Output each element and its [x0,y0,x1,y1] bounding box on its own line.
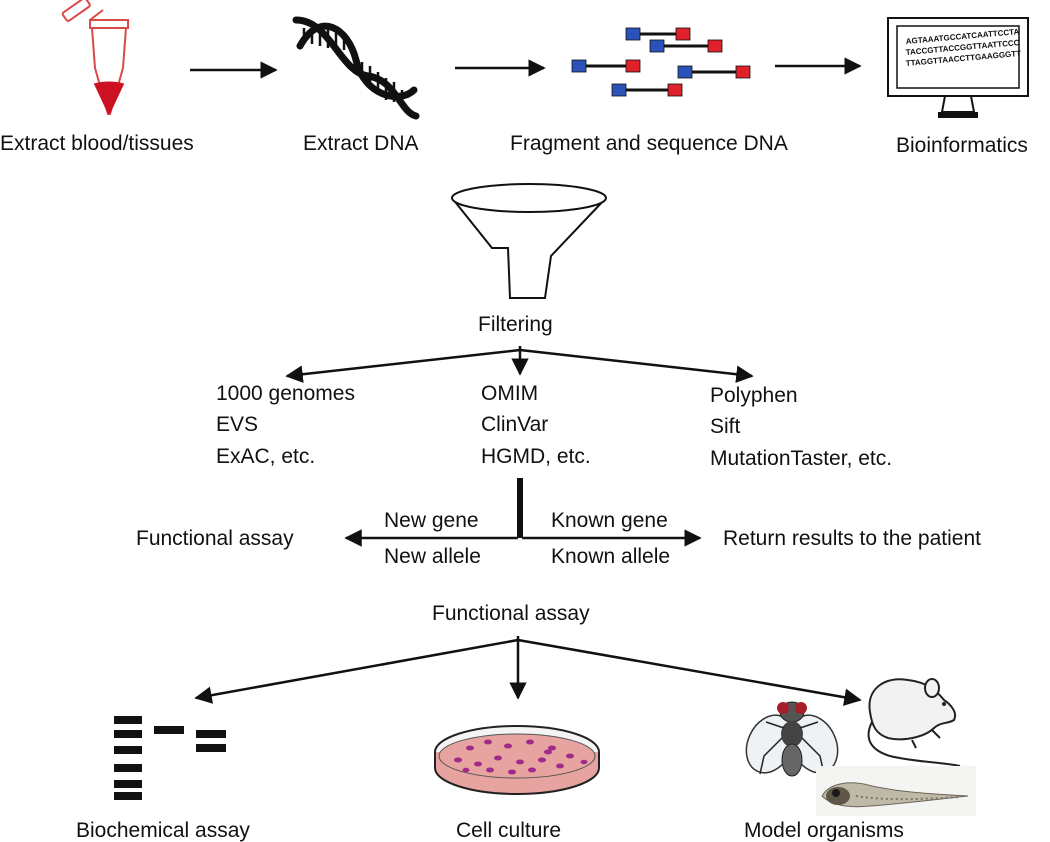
decision-new-gene: New gene [384,509,479,532]
filter-arrow-right [519,348,754,383]
outcome-cell-culture: Cell culture [456,819,562,842]
computer-monitor-icon: AGTAAATGCCATCAATTCCTA TACCGTTACCGGTTAATT… [887,17,1029,118]
mouse-icon [867,678,961,767]
decision-new-allele: New allele [384,545,481,568]
functional-branch-arrows [194,636,862,706]
filter-branch-arrows [285,346,754,383]
filter-arrow-left [285,348,521,383]
outcome-functional-assay: Functional assay [136,527,294,550]
petri-dish-icon [434,725,600,795]
filtering-label: Filtering [478,313,553,336]
blood-tube-icon [61,0,129,115]
dna-helix-icon [292,16,420,120]
gel-bands-icon [114,716,226,800]
filter-db-item: ClinVar [481,413,549,436]
decision-cross [344,478,702,547]
zebrafish-photo-icon [816,766,976,816]
outcome-return-results: Return results to the patient [723,527,981,550]
outcome-biochemical-assay: Biochemical assay [76,819,250,842]
step-label-fragment-sequence: Fragment and sequence DNA [510,132,788,155]
pipeline-arrows [190,57,862,79]
model-organisms-icon [745,678,976,816]
step-label-extract-dna: Extract DNA [303,132,419,155]
functional-assay-label: Functional assay [432,602,590,625]
filter-db-item: ExAC, etc. [216,445,316,468]
filter-db-item: 1000 genomes [216,382,355,405]
outcome-model-organisms: Model organisms [744,819,904,842]
decision-known-allele: Known allele [551,545,671,568]
funnel-icon [451,183,607,299]
filter-db-item: HGMD, etc. [481,445,591,468]
step-label-extract-blood: Extract blood/tissues [0,132,194,155]
filter-db-item: MutationTaster, etc. [710,447,893,470]
functional-arrow-right [517,638,862,706]
filter-db-item: Sift [710,415,741,438]
step-label-bioinformatics: Bioinformatics [896,134,1028,157]
decision-known-gene: Known gene [551,509,668,532]
dna-fragments-icon [571,27,751,97]
filter-db-item: OMIM [481,382,539,405]
filter-db-item: EVS [216,413,259,436]
functional-arrow-left [194,638,519,704]
filter-db-item: Polyphen [710,384,798,407]
